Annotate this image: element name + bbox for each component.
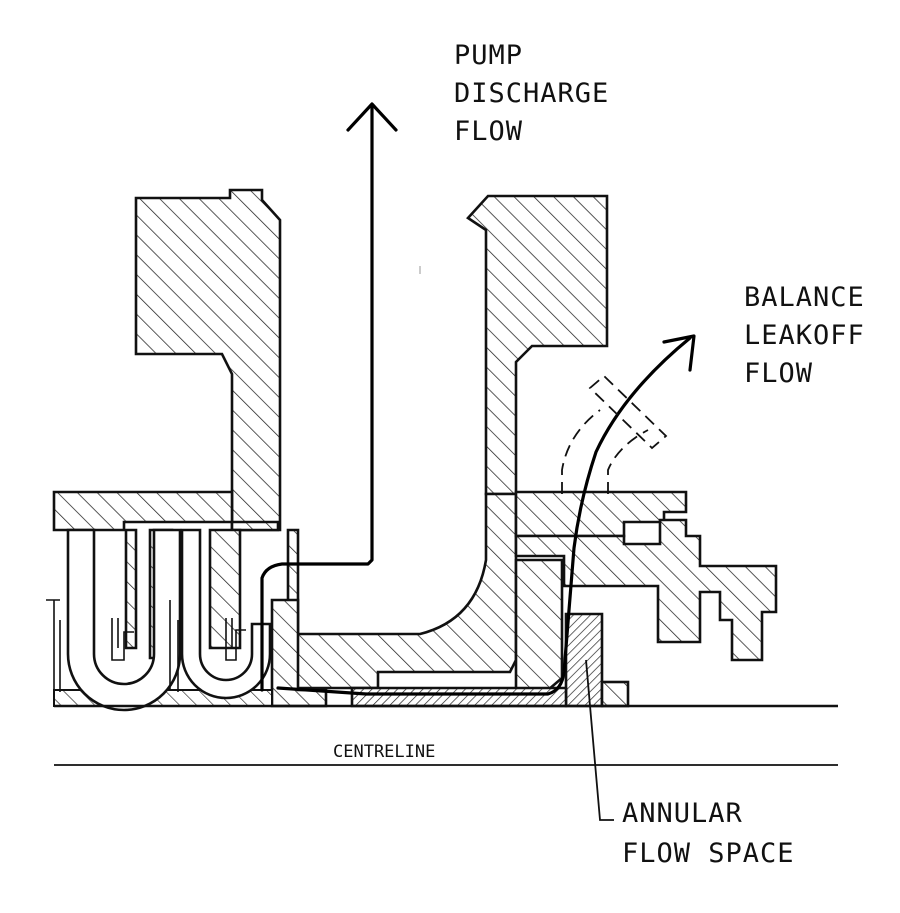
balance-port-hidden-outline [561,409,649,494]
seal-detail-left [46,599,134,692]
annular-leader-line [585,659,614,821]
shaft-collar [600,680,630,708]
label-annular-line-2: FLOW SPACE [622,838,795,869]
casing-left-half [134,188,282,532]
annular-flow-space-sleeve [564,612,604,708]
label-centreline: CENTRELINE [333,742,435,762]
label-pump-line-1: PUMP [454,40,523,71]
balance-housing [514,518,778,662]
label-balance-line-2: LEAKOFF [744,320,865,351]
label-annular-line-1: ANNULAR [622,798,743,829]
seal-column-1 [124,528,138,650]
balance-leakoff-flow-path [276,336,692,696]
u-bend-tube-right [180,528,272,700]
balance-leakoff-arrowhead [662,334,696,372]
casing-right-half [466,194,609,496]
label-balance-line-1: BALANCE [744,282,865,313]
impeller-stage-body [286,492,518,690]
shaft-sleeve [350,686,568,708]
label-balance-line-3: FLOW [744,358,813,389]
label-pump-line-2: DISCHARGE [454,78,609,109]
balance-port-hidden-flange [588,374,668,450]
pump-discharge-flow-path [260,106,374,692]
u-bend-tube-left [66,528,182,712]
seal-detail-mid [169,600,246,692]
balance-inner-block [514,558,564,692]
pump-discharge-arrowhead [346,102,398,132]
label-pump-line-3: FLOW [454,116,523,147]
